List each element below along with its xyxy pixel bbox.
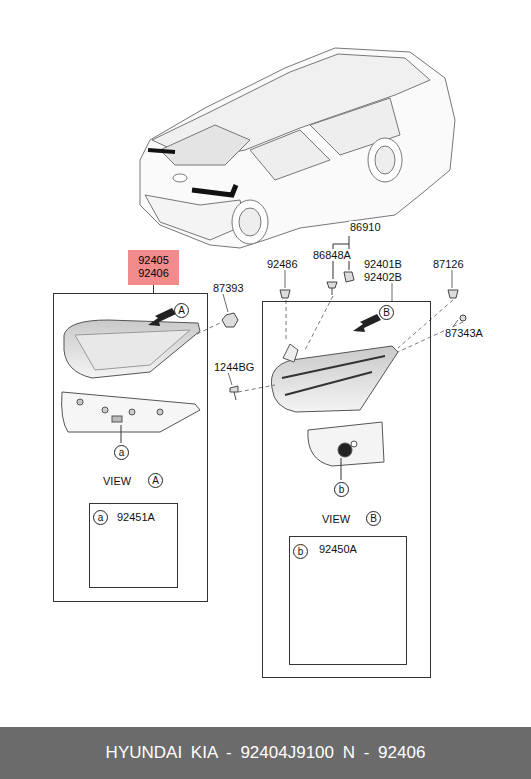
callout-number: 87343A xyxy=(444,327,484,339)
callout-number: 86910 xyxy=(349,221,382,233)
part-number: VIEW xyxy=(321,513,351,525)
callout-letter: b xyxy=(334,482,349,497)
callout-letter: a xyxy=(93,510,108,525)
tailgate-lamp xyxy=(62,320,200,443)
part-number: 92451A xyxy=(116,511,156,523)
callout-letter: B xyxy=(366,511,381,526)
callout-number: 1244BG xyxy=(213,361,255,373)
vehicle xyxy=(140,48,455,248)
rear-combination-lamp xyxy=(271,344,398,480)
callout-number: 92401B xyxy=(363,258,403,270)
part-number: 92405 92406 xyxy=(130,254,177,280)
callout-letter: a xyxy=(114,445,129,460)
callout-letter: B xyxy=(379,305,394,320)
callout-number: 87126 xyxy=(432,258,465,270)
leader-lines xyxy=(223,270,458,385)
callout-letter: A xyxy=(174,303,189,318)
callout-number: 86848A xyxy=(312,249,352,261)
callout-number: 92402B xyxy=(363,271,403,283)
view-arrow xyxy=(353,314,381,332)
title-band: HYUNDAI KIA - 92404J9100 N - 92406 xyxy=(0,727,531,779)
callout-number: 87393 xyxy=(212,282,245,294)
callout-letter: b xyxy=(293,544,308,559)
part-number: HYUNDAI KIA - 92404J9100 N - 92406 xyxy=(0,727,531,779)
fasteners xyxy=(222,272,466,400)
callout-letter: A xyxy=(148,473,163,488)
detail-box: a 92451A xyxy=(89,503,178,588)
part-number: 92450A xyxy=(318,543,358,555)
dashed-lines xyxy=(197,296,463,392)
leader-line xyxy=(153,285,154,293)
highlight-box: 92405 92406 xyxy=(128,250,179,285)
detail-box: b 92450A xyxy=(289,536,407,665)
detail-box: VIEW a 92451A xyxy=(53,293,208,602)
callout-number: 92486 xyxy=(266,258,299,270)
part-number: VIEW xyxy=(102,475,132,487)
view-arrow xyxy=(148,308,176,326)
